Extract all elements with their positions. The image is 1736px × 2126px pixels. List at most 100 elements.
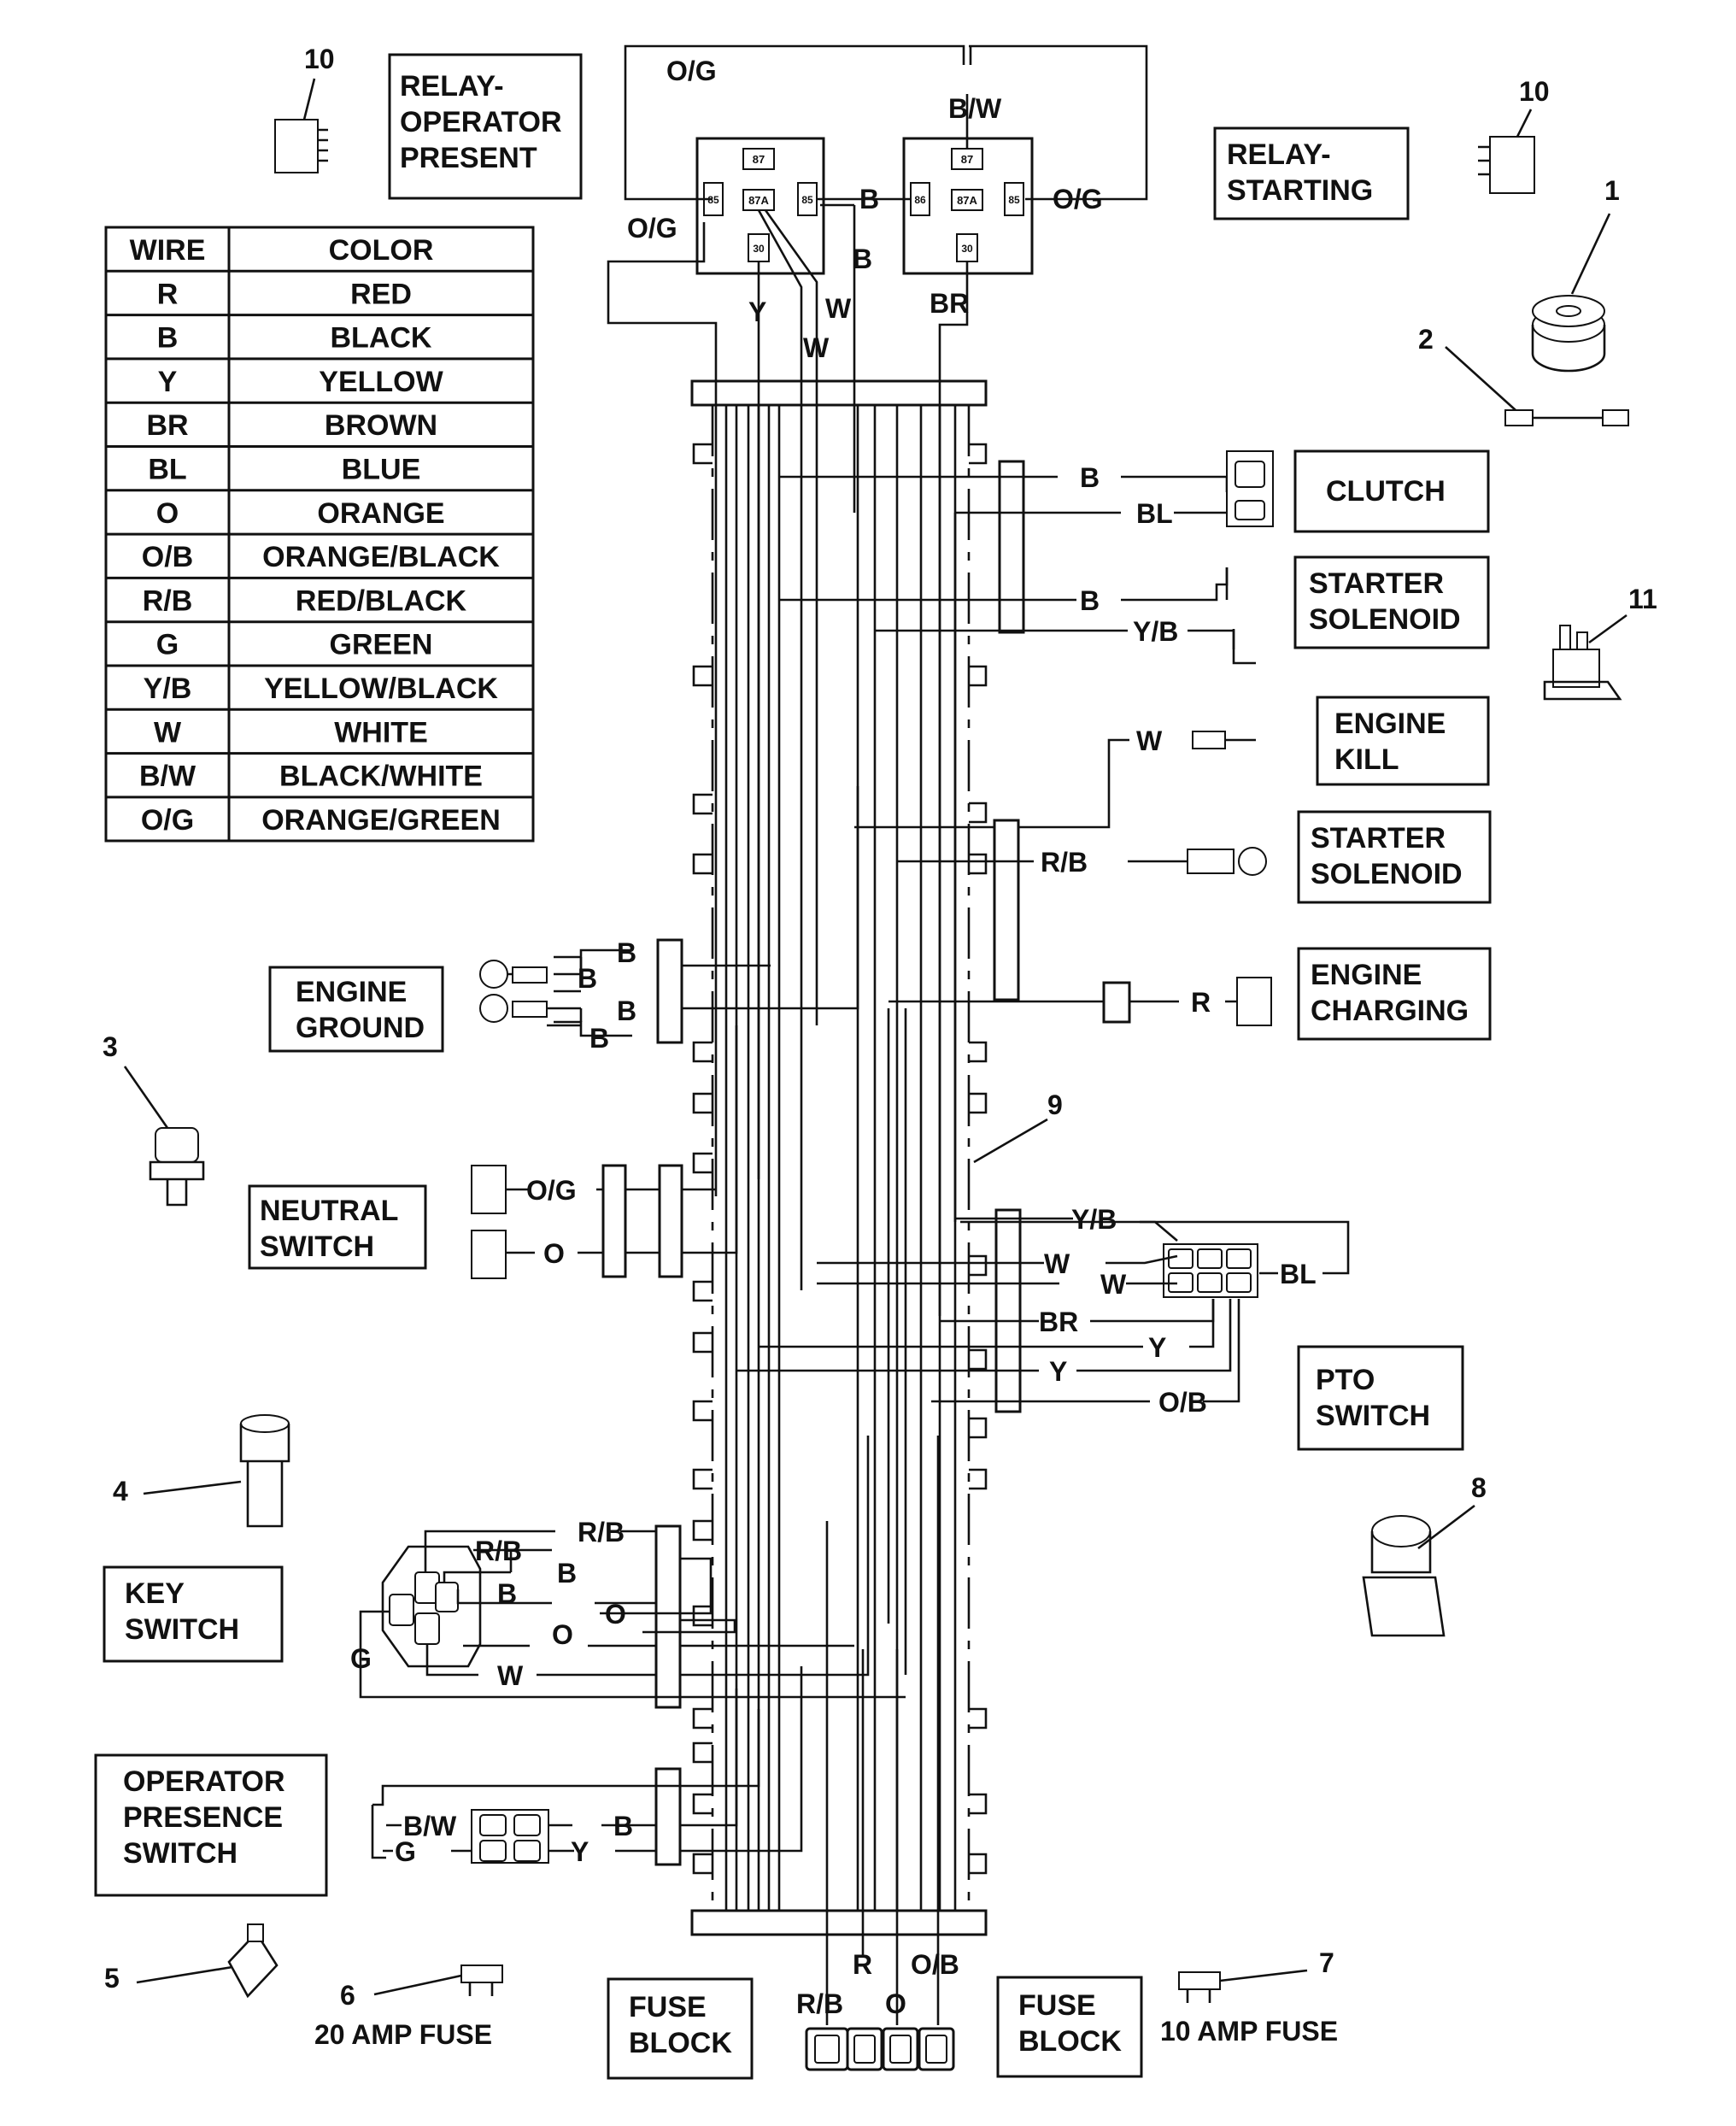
wire-label-b-clutch: B: [1080, 462, 1100, 493]
engine-ground-label-1: ENGINE: [296, 976, 407, 1008]
legend-wire-color: RED: [350, 278, 412, 310]
harness-clip: [692, 1853, 713, 1875]
wire-label-w-kill: W: [1136, 725, 1163, 756]
harness-clip: [692, 1092, 713, 1114]
legend-wire-code: G: [156, 629, 179, 661]
wire-label-y-pto-2: Y: [1049, 1356, 1067, 1387]
harness-clip: [692, 1741, 713, 1764]
harness-clip: [692, 853, 713, 875]
wire-label-yb-solenoid: Y/B: [1133, 616, 1178, 647]
wire-label-b-ground-3: B: [617, 995, 636, 1026]
legend-wire-code: BL: [148, 454, 186, 486]
wire-label-o-neutral: O: [543, 1238, 565, 1269]
wire-label-w-pto-2: W: [1100, 1269, 1127, 1300]
callout-5: 5: [104, 1963, 120, 1994]
harness-clip: [692, 1707, 713, 1730]
callout-4: 4: [113, 1476, 128, 1506]
relay-op-pin-30: 30: [753, 243, 765, 255]
harness-clip: [969, 443, 988, 465]
wire-label-b-ground-2: B: [578, 963, 597, 994]
wire-label-og-top: O/G: [666, 56, 717, 86]
harness-clip: [692, 1605, 713, 1627]
fuse-block-left-label-2: BLOCK: [629, 2027, 732, 2059]
harness-clip: [969, 1092, 988, 1114]
pto-switch-terminal: [1226, 1272, 1252, 1293]
relay-op-pin-85-left: 85: [707, 194, 719, 206]
wire-label-o-key-1: O: [605, 1599, 626, 1630]
relay-operator-present: 87 87A 85 85 30: [695, 137, 825, 275]
harness-clip: [969, 802, 988, 824]
wire-label-rb-fuse: R/B: [796, 1988, 843, 2019]
callout-3: 3: [103, 1031, 118, 1062]
harness-clip: [969, 1468, 988, 1490]
engine-kill-label-1: ENGINE: [1334, 708, 1446, 740]
clutch-label: CLUTCH: [1326, 475, 1446, 508]
wire-label-b-op: B: [613, 1811, 633, 1841]
callout-10-left: 10: [304, 44, 335, 74]
harness-clip: [692, 1400, 713, 1422]
harness-clip: [692, 665, 713, 687]
callout-7: 7: [1319, 1947, 1334, 1978]
wire-label-rb-solenoid: R/B: [1041, 847, 1088, 878]
harness-clip: [969, 1853, 988, 1875]
harness-clip: [692, 1331, 713, 1354]
legend-wire-code: O/G: [141, 804, 194, 837]
wire-label-y-op: Y: [571, 1836, 589, 1867]
legend-wire-code: R: [157, 278, 179, 310]
wire-label-o-fuse: O: [885, 1988, 906, 2019]
legend-header-color: COLOR: [329, 234, 434, 267]
legend-wire-code: O/B: [142, 541, 193, 573]
relay-part-icon-left: [274, 119, 328, 173]
wires: [359, 44, 1350, 2071]
harness-clip: [969, 1041, 988, 1063]
callout-6: 6: [340, 1980, 355, 2011]
harness-clip: [692, 1152, 713, 1174]
neutral-switch-label-1: NEUTRAL: [260, 1195, 398, 1227]
wire-label-bw-op: B/W: [403, 1811, 457, 1841]
legend-wire-color: BLACK: [331, 322, 432, 355]
wire-label-g-key: G: [350, 1643, 372, 1674]
relay-operator-present-label-3: PRESENT: [400, 142, 537, 174]
wire-label-b-ground-4: B: [589, 1023, 609, 1054]
wire-label-br-pto: BR: [1039, 1307, 1078, 1337]
part-illustrations: [149, 119, 1629, 2003]
harness-clip: [692, 1041, 713, 1063]
wire-label-rb-key-1: R/B: [578, 1517, 625, 1548]
legend-wire-color: RED/BLACK: [296, 584, 467, 617]
fuse-block-right-label-2: BLOCK: [1018, 2025, 1122, 2058]
fuse-block-left-label-1: FUSE: [629, 1991, 707, 2023]
engine-charging-label-2: CHARGING: [1311, 995, 1469, 1027]
relay-starting-label-2: STARTING: [1227, 174, 1373, 207]
legend-wire-code: Y/B: [144, 672, 192, 705]
legend-wire-color: YELLOW/BLACK: [264, 672, 498, 705]
callouts: 10 10 1 2 11 3 9 4 8 5 6 7 20 AMP FUSE 1…: [103, 44, 1657, 2050]
wire-label-b-relay2: B: [853, 244, 872, 274]
pto-switch-label-1: PTO: [1316, 1364, 1375, 1396]
legend-wire-color: YELLOW: [319, 366, 443, 398]
key-switch-label-1: KEY: [125, 1577, 185, 1610]
relay-st-pin-30: 30: [961, 243, 973, 255]
harness-clip: [692, 1280, 713, 1302]
wire-label-ob-pto: O/B: [1158, 1387, 1207, 1418]
wire-label-g-op: G: [395, 1836, 416, 1867]
relay-operator-present-label-1: RELAY-: [400, 70, 504, 103]
wire-label-r-charging: R: [1191, 987, 1211, 1018]
wire-label-y-pto-1: Y: [1148, 1332, 1166, 1363]
wire-label-og-neutral: O/G: [526, 1175, 577, 1206]
relay-starting-label-1: RELAY-: [1227, 138, 1331, 171]
wire-label-w-1: W: [825, 293, 852, 324]
operator-presence-switch-label-3: SWITCH: [123, 1837, 238, 1870]
harness-clip: [969, 853, 988, 875]
pto-switch-terminal: [1168, 1248, 1194, 1269]
callout-2: 2: [1418, 324, 1434, 355]
legend-wire-code: B: [157, 322, 179, 355]
relay-st-pin-85: 85: [1008, 194, 1020, 206]
wire-label-ob-fuse: O/B: [911, 1949, 959, 1980]
harness-clip: [692, 1519, 713, 1542]
wire-label-bl-clutch: BL: [1136, 498, 1173, 529]
legend-wire-color: BLACK/WHITE: [279, 761, 483, 793]
legend-wire-code: BR: [146, 409, 188, 442]
relay-st-pin-87: 87: [961, 153, 973, 166]
